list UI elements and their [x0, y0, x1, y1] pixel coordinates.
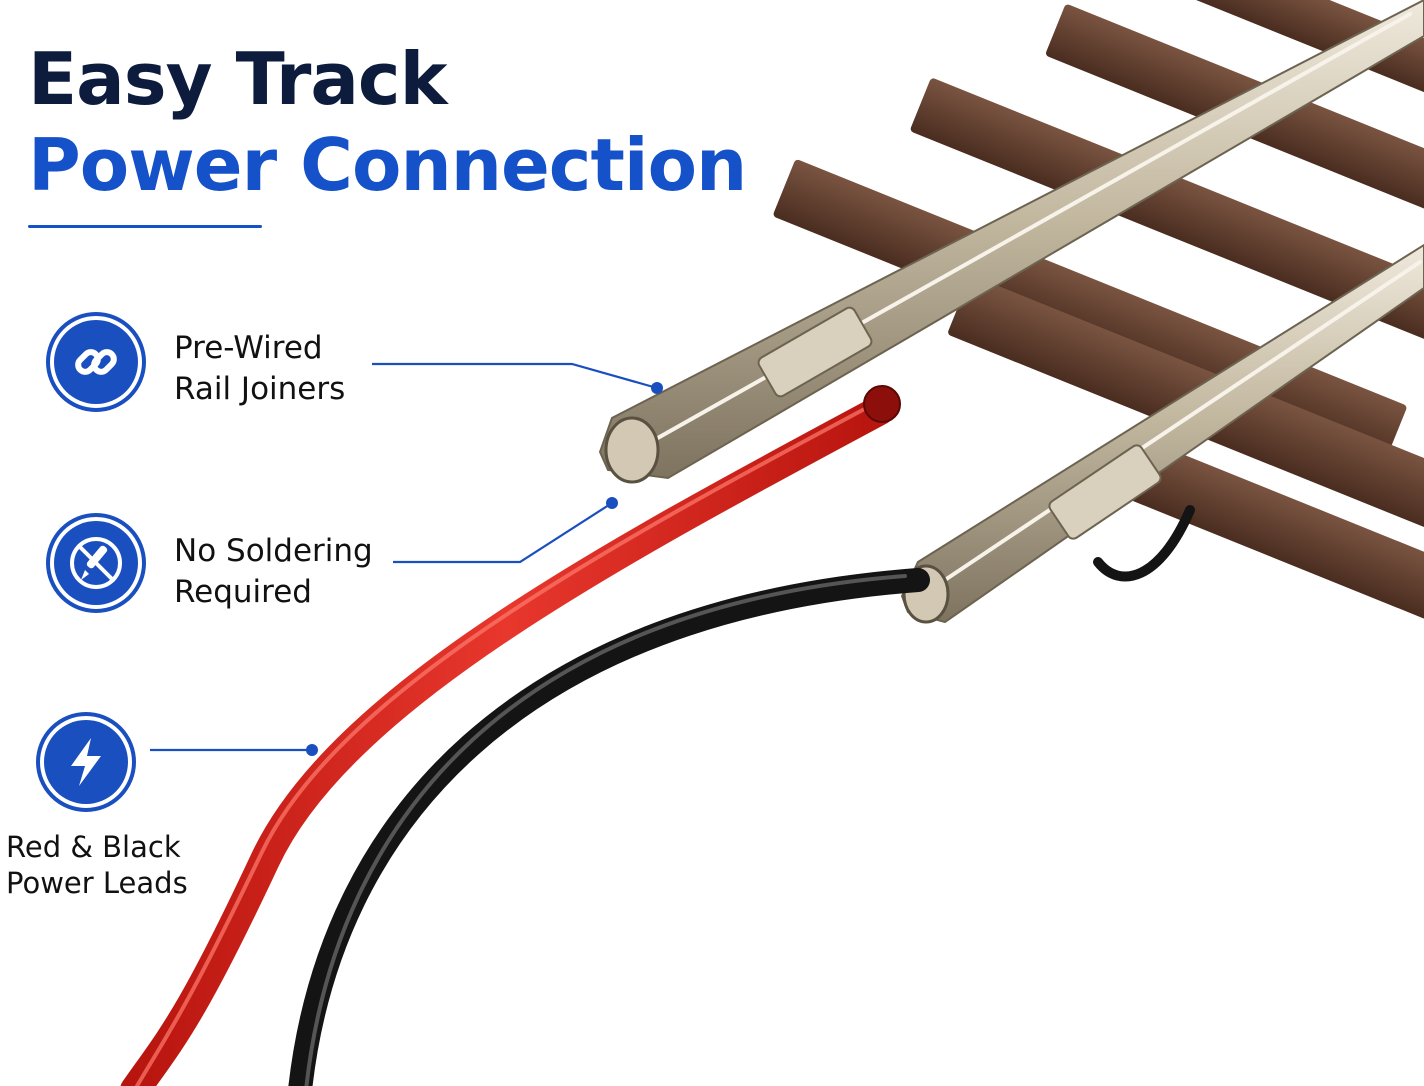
no-soldering-iron-icon — [46, 513, 146, 613]
feature-label-line: Red & Black — [6, 830, 181, 864]
feature-label-line: Rail Joiners — [174, 371, 346, 407]
callout-dot-rail-joiners — [651, 382, 663, 394]
upper-rail-joiner — [757, 306, 873, 398]
feature-label-power-leads: Red & Black Power Leads — [6, 829, 188, 901]
black-wire-loop — [1093, 505, 1195, 582]
red-wire-tip — [863, 385, 901, 423]
power-leads — [120, 385, 1195, 1086]
link-chain-icon — [46, 312, 146, 412]
feature-label-line: Power Leads — [6, 866, 188, 900]
black-wire — [288, 568, 930, 1086]
callout-dot-no-soldering — [606, 497, 618, 509]
feature-label-rail-joiners: Pre-Wired Rail Joiners — [174, 328, 345, 410]
page-title-line-1: Easy Track — [28, 37, 447, 121]
feature-label-no-soldering: No Soldering Required — [174, 531, 373, 613]
feature-label-line: No Soldering — [174, 533, 373, 569]
callouts — [150, 362, 663, 756]
track-tie — [1121, 439, 1424, 623]
callout-line-rail-joiners — [372, 362, 658, 390]
lower-rail-highlight — [928, 260, 1422, 592]
lower-rail-joiner — [1048, 444, 1162, 540]
title-underline — [28, 225, 262, 228]
black-wire-shine — [304, 574, 907, 1086]
lightning-bolt-icon — [36, 712, 136, 812]
rails — [598, 0, 1424, 624]
callout-dot-power-leads — [306, 744, 318, 756]
callout-line-no-soldering — [393, 502, 613, 564]
page-title-line-2: Power Connection — [28, 123, 747, 207]
red-wire-shine — [135, 403, 874, 1086]
feature-label-line: Pre-Wired — [174, 330, 323, 366]
track-tie — [910, 78, 1424, 340]
feature-label-line: Required — [174, 574, 312, 610]
upper-rail-end — [604, 416, 660, 484]
red-wire — [120, 395, 895, 1086]
